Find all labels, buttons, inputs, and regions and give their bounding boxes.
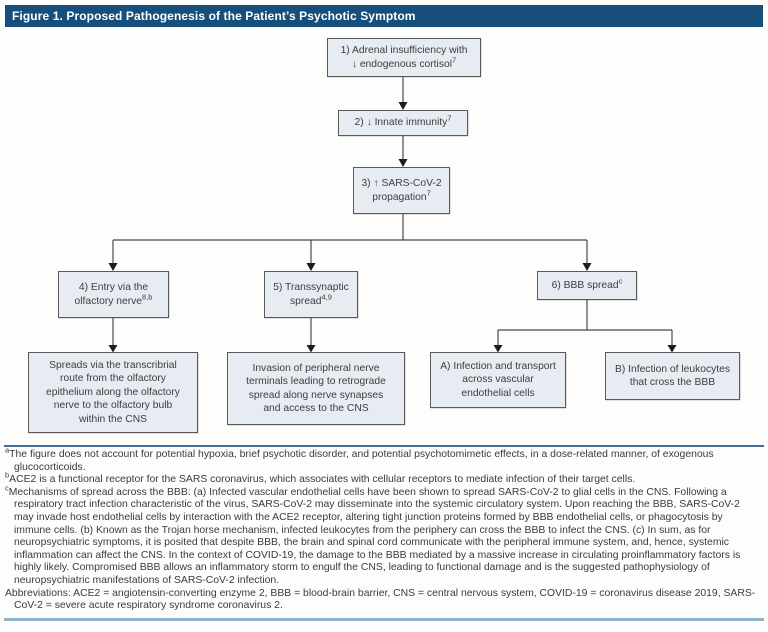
node-innate-immunity-ref: 7 [447,113,452,123]
arrowhead-n5 [306,263,316,271]
node-transcribrial-route-detail: Spreads via the transcribrial route from… [28,352,198,433]
bottom-border-rule [4,618,764,621]
footnote-a-text: The figure does not account for potentia… [9,449,714,473]
node-vascular-endothelial-infection: A) Infection and transport across vascul… [430,352,566,408]
footnote-a-marker: a [5,445,10,455]
node-olfactory-nerve-entry-text: 4) Entry via the olfactory nerve [74,282,149,307]
node-transsynaptic-spread-ref: 4,9 [321,292,332,302]
arrowhead-nA [493,345,503,353]
arrowhead-n4-detail [108,345,118,353]
node-olfactory-nerve-entry-ref: 8,b [142,292,153,302]
figure-title-bar: Figure 1. Proposed Pathogenesis of the P… [5,5,763,27]
node-innate-immunity-text: 2) ↓ Innate immunity [354,117,448,129]
node-olfactory-nerve-entry: 4) Entry via the olfactory nerve8,b [58,271,169,318]
node-transsynaptic-spread: 5) Transsynaptic spread4,9 [264,271,358,318]
arrowhead-n5-detail [306,345,316,353]
footnote-a: aThe figure does not account for potenti… [5,445,762,474]
node-adrenal-insufficiency-ref: 7 [452,55,457,65]
abbreviations-note-text: Abbreviations: ACE2 = angiotensin-conver… [5,587,756,612]
node-leukocyte-infection-text: B) Infection of leukocytes that cross th… [614,363,731,388]
arrowhead-nB [667,345,677,353]
footnote-c-text: Mechanisms of spread across the BBB: (a)… [8,486,741,586]
footnote-b: bACE2 is a functional receptor for the S… [5,470,762,487]
footnote-c: cMechanisms of spread across the BBB: (a… [5,484,762,588]
node-peripheral-nerve-invasion-detail: Invasion of peripheral nerve terminals l… [227,352,405,425]
node-bbb-spread-ref: c [618,276,623,286]
node-sars-cov-2-propagation: 3) ↑ SARS-CoV-2 propagation7 [353,167,450,214]
node-leukocyte-infection: B) Infection of leukocytes that cross th… [605,352,740,400]
footnotes-block: aThe figure does not account for potenti… [5,445,762,613]
node-sars-cov-2-propagation-ref: 7 [426,188,431,198]
node-innate-immunity: 2) ↓ Innate immunity7 [338,110,468,136]
footnote-b-text: ACE2 is a functional receptor for the SA… [9,474,636,486]
arrowhead-n2 [398,102,408,110]
node-sars-cov-2-propagation-text: 3) ↑ SARS-CoV-2 propagation [361,178,442,203]
node-peripheral-nerve-invasion-detail-text: Invasion of peripheral nerve terminals l… [246,362,386,414]
node-bbb-spread: 6) BBB spreadc [537,271,637,300]
node-transcribrial-route-detail-text: Spreads via the transcribrial route from… [46,359,180,425]
node-adrenal-insufficiency: 1) Adrenal insufficiency with ↓ endogeno… [327,38,481,77]
arrowhead-n4 [108,263,118,271]
footnote-b-marker: b [5,470,10,480]
node-vascular-endothelial-infection-text: A) Infection and transport across vascul… [440,360,556,399]
footnote-c-marker: c [5,483,9,493]
footnote-divider-rule [4,445,764,447]
abbreviations-note: Abbreviations: ACE2 = angiotensin-conver… [5,588,762,613]
figure-title: Figure 1. Proposed Pathogenesis of the P… [12,9,416,23]
arrowhead-n3 [398,159,408,167]
node-transsynaptic-spread-text: 5) Transsynaptic spread [273,282,349,307]
arrowhead-n6 [582,263,592,271]
node-adrenal-insufficiency-text: 1) Adrenal insufficiency with ↓ endogeno… [340,45,468,70]
node-bbb-spread-text: 6) BBB spread [551,279,619,291]
